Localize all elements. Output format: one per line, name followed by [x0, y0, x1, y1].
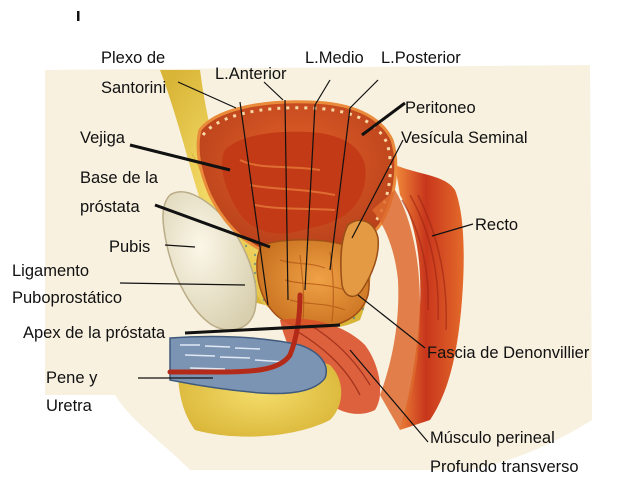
label-musculo-line1: Músculo perineal [430, 429, 555, 447]
anatomy-illustration [45, 65, 592, 470]
label-pene-line1: Pene y [46, 369, 98, 387]
label-peritoneo: Peritoneo [405, 99, 476, 117]
label-pubis: Pubis [109, 238, 150, 256]
label-vejiga: Vejiga [80, 129, 126, 147]
label-ligamento-line2: Puboprostático [12, 289, 122, 307]
label-base-line1: Base de la [80, 169, 159, 187]
label-l-anterior: L.Anterior [215, 65, 287, 83]
label-pene-line2: Uretra [46, 397, 93, 415]
label-l-posterior: L.Posterior [381, 49, 461, 67]
label-plexo-line2: Santorini [101, 79, 166, 97]
page-mark [77, 11, 80, 21]
label-recto: Recto [475, 216, 518, 234]
label-musculo-line2: Profundo transverso [430, 458, 579, 476]
label-base-line2: próstata [80, 198, 140, 216]
label-ligamento-line1: Ligamento [12, 262, 89, 280]
label-apex: Apex de la próstata [23, 324, 166, 342]
label-l-medio: L.Medio [305, 49, 364, 67]
label-fascia: Fascia de Denonvillier [427, 344, 590, 362]
label-vesicula-seminal: Vesícula Seminal [401, 129, 528, 147]
label-plexo-line1: Plexo de [101, 49, 165, 67]
